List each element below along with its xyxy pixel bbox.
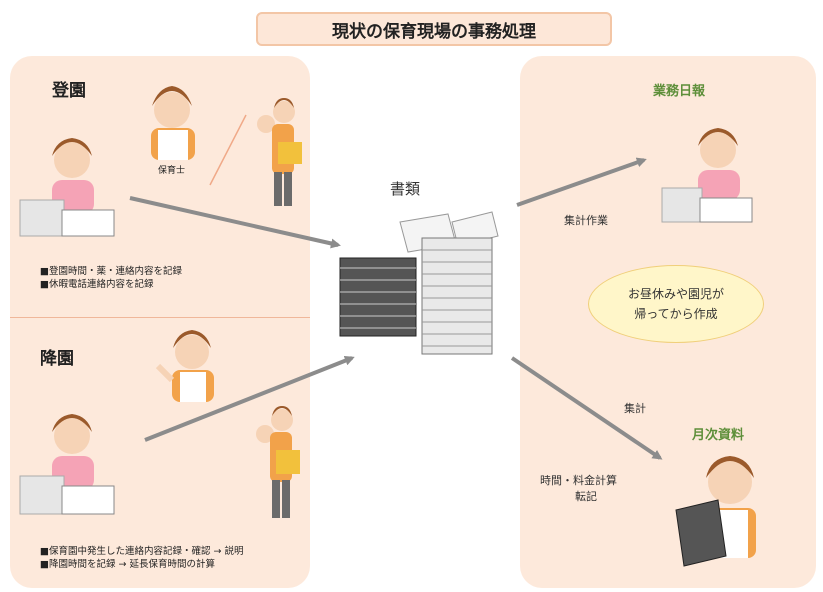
transcription-label: 転記	[575, 490, 597, 503]
teacher-laptop-icon	[675, 456, 756, 567]
arrival-heading: 登園	[52, 81, 86, 101]
teacher-waving-icon	[155, 330, 214, 402]
parent-with-baby-icon-2	[256, 406, 300, 518]
teacher-writing-icon-2	[19, 414, 115, 515]
note-bubble: お昼休みや園児が 帰ってから作成	[588, 265, 764, 343]
aggregate-work-label: 集計作業	[564, 214, 608, 227]
documents-label: 書類	[390, 180, 421, 198]
page-title: 現状の保育現場の事務処理	[256, 12, 612, 46]
bubble-line-2: 帰ってから作成	[634, 307, 718, 321]
document-stack-icon	[339, 211, 499, 355]
arrival-note-1: ■登園時間・薬・連絡内容を記録	[40, 266, 182, 277]
departure-note-2: ■降園時間を記録 → 延長保育時間の計算	[40, 559, 215, 570]
arrow-arrival-to-documents	[129, 196, 341, 249]
departure-heading: 降園	[40, 349, 74, 369]
arrow-documents-to-daily	[516, 157, 647, 207]
section-divider	[10, 317, 310, 318]
arrival-note-2: ■休暇電話連絡内容を記録	[40, 279, 154, 290]
teacher-phone-icon	[151, 86, 195, 160]
teacher-writing-icon	[19, 138, 115, 237]
monthly-report-heading: 月次資料	[692, 428, 745, 443]
departure-note-1: ■保育園中発生した連絡内容記録・確認 → 説明	[40, 546, 244, 557]
parent-with-baby-icon	[257, 98, 302, 206]
nursery-teacher-caption: 保育士	[158, 166, 186, 176]
arrow-documents-to-monthly	[510, 356, 663, 460]
aggregate-label: 集計	[624, 402, 646, 415]
bubble-line-1: お昼休みや園児が	[627, 287, 724, 301]
time-fee-calc-label: 時間・料金計算	[540, 474, 617, 487]
daily-report-heading: 業務日報	[653, 84, 706, 99]
arrow-departure-to-documents	[144, 355, 355, 442]
teacher-writing-icon-3	[661, 128, 753, 223]
